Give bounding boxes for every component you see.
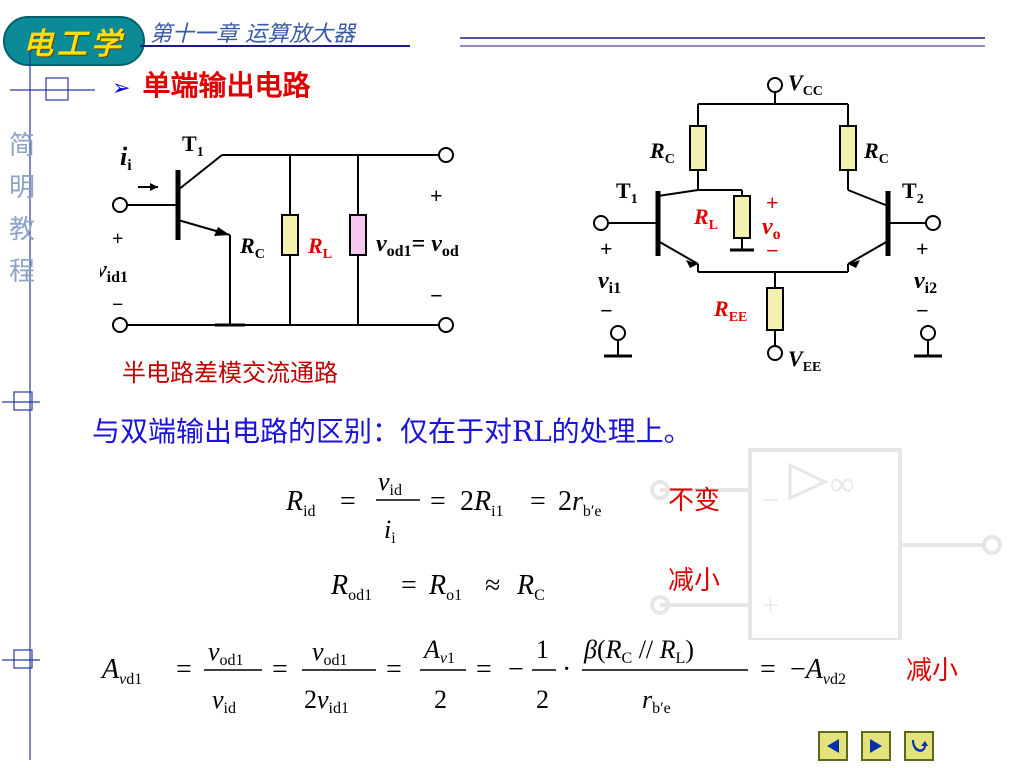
svg-text:−: − <box>600 298 613 323</box>
svg-text:vod1= vod: vod1= vod <box>376 231 459 260</box>
svg-text:=: = <box>430 486 446 517</box>
triangle-right-icon <box>870 739 882 753</box>
svg-text:ii: ii <box>120 142 132 174</box>
rid-note: 不变 <box>668 486 721 516</box>
svg-text:≈: ≈ <box>485 570 500 601</box>
svg-text:vi2: vi2 <box>914 268 937 297</box>
avd-note: 减小 <box>906 656 959 686</box>
svg-text:=: = <box>340 486 356 517</box>
svg-text:+: + <box>112 228 123 250</box>
svg-text:Av1: Av1 <box>422 635 455 667</box>
svg-text:T2: T2 <box>902 178 924 207</box>
svg-text:=: = <box>476 654 492 685</box>
svg-text:RC: RC <box>649 138 675 167</box>
svg-text:β(RC // RL): β(RC // RL) <box>583 635 694 667</box>
prev-button[interactable] <box>818 731 848 761</box>
svg-text:vid: vid <box>212 685 236 717</box>
section-heading-text: 单端输出电路 <box>142 69 311 102</box>
logo: 电工学 <box>3 16 145 66</box>
svg-text:=: = <box>401 570 417 601</box>
sidebar-char: 教 <box>8 215 35 245</box>
svg-text:−: − <box>508 654 524 685</box>
differential-amplifier-diagram: VCC VEE RC RC RL + vo − REE T1 T2 + vi1 … <box>593 70 942 375</box>
formula-rid: Rid = vid ii = 2Ri1 = 2rb′e <box>285 467 602 547</box>
return-button[interactable] <box>904 731 934 761</box>
half-circuit-diagram: ii T1 RC RL vod1= vod + − + vid1 − <box>100 131 459 333</box>
svg-text:2vid1: 2vid1 <box>304 685 349 717</box>
rod-note: 减小 <box>668 566 721 596</box>
svg-text:vod1: vod1 <box>208 637 244 669</box>
triangle-left-icon <box>827 739 839 753</box>
sidebar: 简 明 教 程 <box>2 125 42 293</box>
formula-avd: Avd1 = vod1 vid = vod1 2vid1 = Av1 2 = −… <box>100 635 846 717</box>
svg-text:Rid: Rid <box>285 486 316 520</box>
svg-text:T1: T1 <box>616 178 638 207</box>
next-button[interactable] <box>861 731 891 761</box>
sidebar-char: 简 <box>8 131 35 161</box>
svg-text:VCC: VCC <box>788 70 823 99</box>
svg-text:ii: ii <box>384 515 396 547</box>
svg-text:Avd1: Avd1 <box>100 654 142 688</box>
svg-text:VEE: VEE <box>788 346 821 375</box>
svg-text:+: + <box>600 236 613 261</box>
svg-text:−: − <box>430 283 443 308</box>
svg-text:Rod1: Rod1 <box>330 570 372 604</box>
svg-text:2: 2 <box>434 685 447 714</box>
difference-statement: 与双端输出电路的区别：仅在于对RL的处理上。 <box>92 415 692 448</box>
svg-text:=: = <box>272 654 288 685</box>
svg-text:2Ri1: 2Ri1 <box>460 486 504 520</box>
svg-text:−: − <box>112 294 123 316</box>
bullet-arrow-icon: ➢ <box>112 76 131 101</box>
svg-text:∞: ∞ <box>830 466 854 503</box>
svg-text:T1: T1 <box>182 131 204 160</box>
svg-text:RL: RL <box>693 204 718 233</box>
svg-text:RL: RL <box>307 233 332 262</box>
return-arrow-icon <box>912 740 928 752</box>
circuit-caption: 半电路差模交流通路 <box>122 359 338 387</box>
svg-text:RC: RC <box>239 233 265 262</box>
svg-text:=: = <box>760 654 776 685</box>
svg-text:=: = <box>176 654 192 685</box>
svg-text:+: + <box>762 589 779 622</box>
sidebar-char: 明 <box>8 173 35 203</box>
opamp-watermark-icon: ∞ − + <box>650 448 1002 640</box>
svg-text:=: = <box>386 654 402 685</box>
svg-text:1: 1 <box>536 635 549 664</box>
chapter-title: 第十一章 运算放大器 <box>150 22 355 47</box>
svg-text:2: 2 <box>536 685 549 714</box>
svg-text:RC: RC <box>863 138 889 167</box>
svg-text:+: + <box>916 236 929 261</box>
svg-text:+: + <box>766 190 779 215</box>
svg-text:REE: REE <box>713 296 747 325</box>
svg-text:vod1: vod1 <box>312 637 348 669</box>
svg-text:+: + <box>430 183 443 208</box>
svg-text:RC: RC <box>516 570 545 604</box>
svg-text:2rb′e: 2rb′e <box>558 486 602 520</box>
svg-text:vid1: vid1 <box>100 257 128 286</box>
formula-rod: Rod1 = Ro1 ≈ RC <box>330 570 545 604</box>
section-heading: ➢ 单端输出电路 <box>112 64 310 104</box>
svg-text:Ro1: Ro1 <box>428 570 462 604</box>
svg-text:−: − <box>762 484 779 517</box>
svg-text:−Avd2: −Avd2 <box>790 654 846 688</box>
svg-text:−: − <box>916 298 929 323</box>
svg-text:vid: vid <box>378 467 402 499</box>
logo-text: 电工学 <box>23 27 125 62</box>
svg-text:·: · <box>562 654 571 685</box>
svg-text:=: = <box>530 486 546 517</box>
svg-text:vi1: vi1 <box>598 268 621 297</box>
sidebar-char: 程 <box>8 257 35 287</box>
svg-text:rb′e: rb′e <box>642 685 671 717</box>
svg-text:−: − <box>766 238 779 263</box>
